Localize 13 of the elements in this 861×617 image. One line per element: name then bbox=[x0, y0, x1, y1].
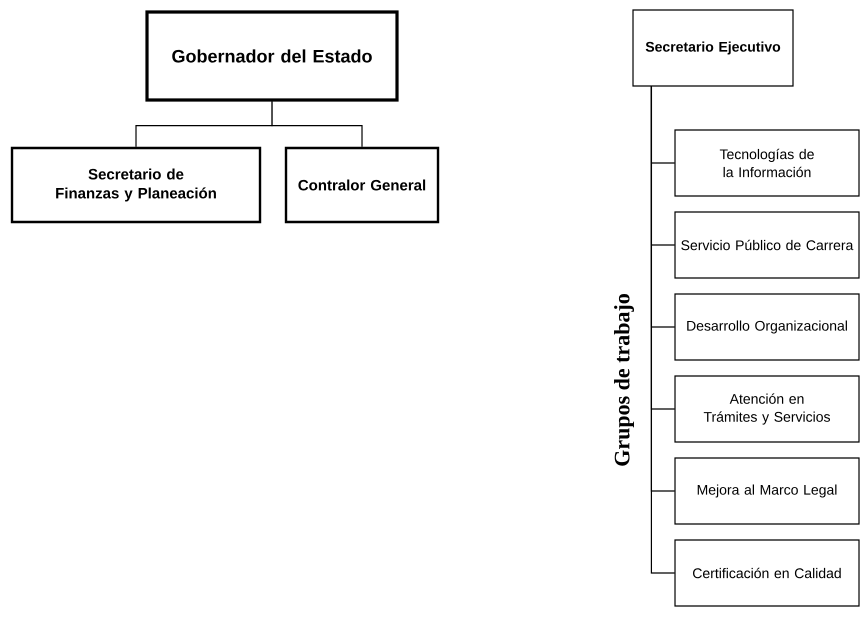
office-box: Secretario Ejecutivo bbox=[632, 9, 794, 87]
office-box: Contralor General bbox=[284, 146, 440, 224]
connector-line bbox=[271, 102, 363, 147]
office-box: Secretario de Finanzas y Planeación bbox=[10, 146, 262, 224]
group-box: Certificación en Calidad bbox=[674, 539, 860, 607]
group-box: Tecnologías de la Información bbox=[674, 129, 860, 197]
head-box: Gobernador del Estado bbox=[145, 10, 399, 102]
group-box: Atención en Trámites y Servicios bbox=[674, 375, 860, 443]
group-box: Desarrollo Organizacional bbox=[674, 293, 860, 361]
vertical-label: Grupos de trabajo bbox=[614, 294, 634, 466]
group-box: Mejora al Marco Legal bbox=[674, 457, 860, 525]
group-box: Servicio Público de Carrera bbox=[674, 211, 860, 279]
connector-line bbox=[650, 86, 674, 574]
